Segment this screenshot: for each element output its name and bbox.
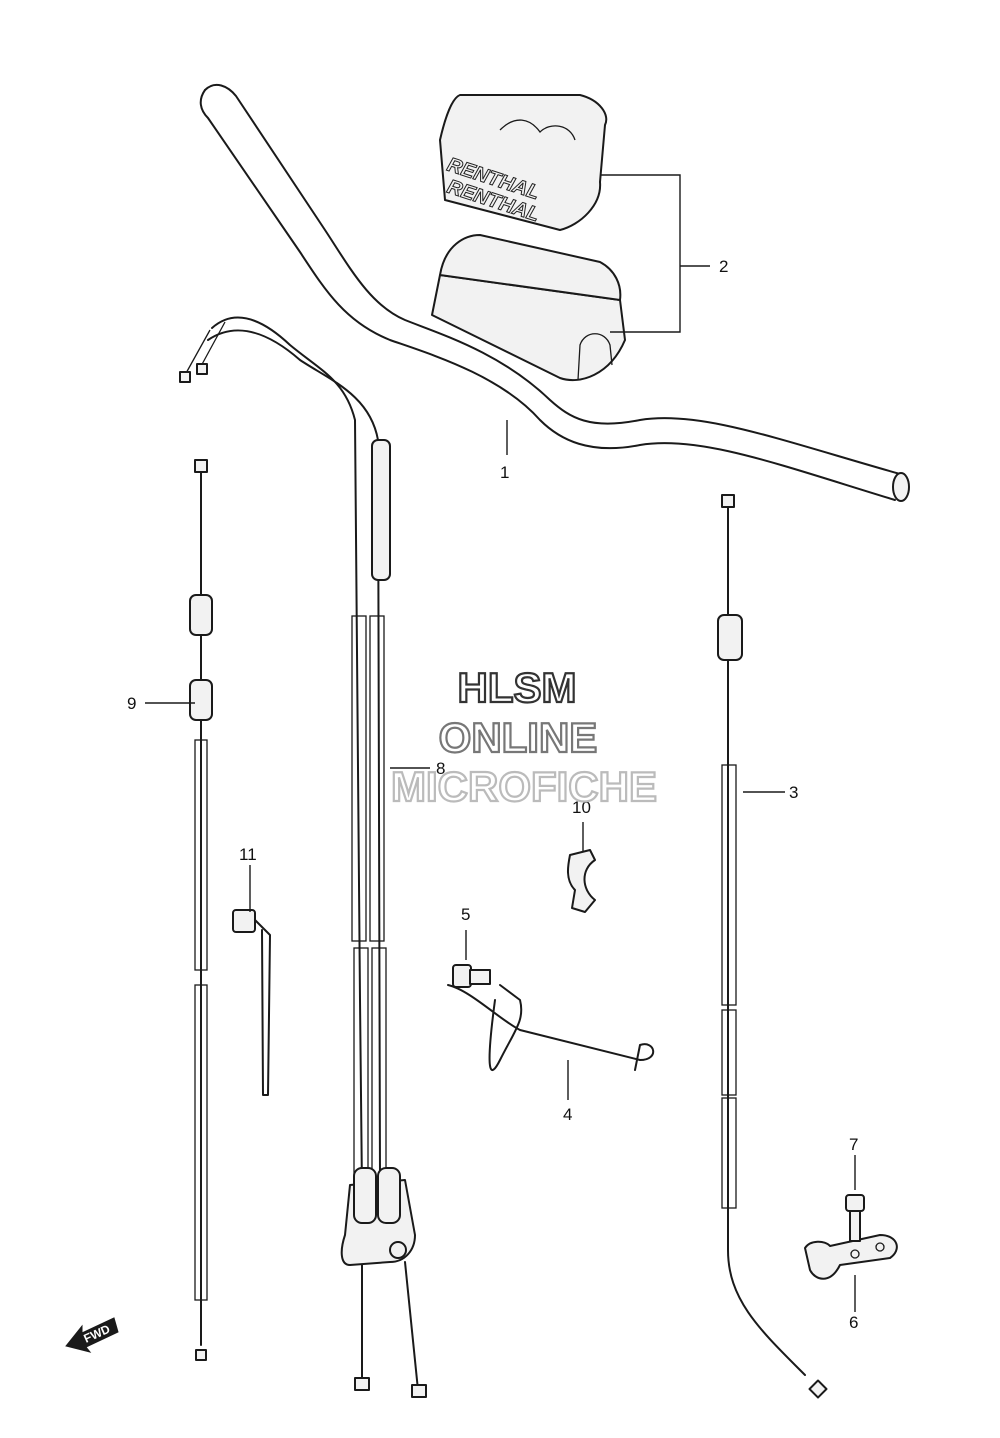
callout-11: 11	[239, 845, 257, 864]
callout-9: 9	[127, 694, 136, 713]
callout-2: 2	[719, 257, 728, 276]
bracket-6	[804, 1234, 898, 1280]
leader-lines	[145, 174, 856, 1312]
watermark-line1: HLSM	[458, 664, 577, 711]
clamp-10	[567, 849, 596, 913]
throttle-cable-assembly	[179, 316, 427, 1398]
callout-1: 1	[500, 463, 509, 482]
callout-5: 5	[461, 905, 470, 924]
bolt-7	[845, 1194, 865, 1242]
callout-6: 6	[849, 1313, 858, 1332]
callout-4: 4	[563, 1105, 572, 1124]
fwd-arrow-icon: FWD	[65, 1317, 119, 1353]
watermark-line3: MICROFICHE	[391, 763, 657, 810]
callout-8: 8	[436, 759, 445, 778]
callout-7: 7	[849, 1135, 858, 1154]
cable-right	[717, 494, 828, 1399]
watermark-line2: ONLINE	[439, 714, 598, 761]
cable-left	[189, 459, 213, 1361]
bar-pad: RENTHAL RENTHAL	[431, 94, 626, 382]
bolt-5	[452, 964, 491, 988]
handlebar	[199, 83, 910, 502]
callout-3: 3	[789, 783, 798, 802]
cable-guide-wire	[447, 984, 655, 1071]
cable-tie-11	[232, 909, 271, 1096]
callout-10: 10	[572, 798, 591, 817]
